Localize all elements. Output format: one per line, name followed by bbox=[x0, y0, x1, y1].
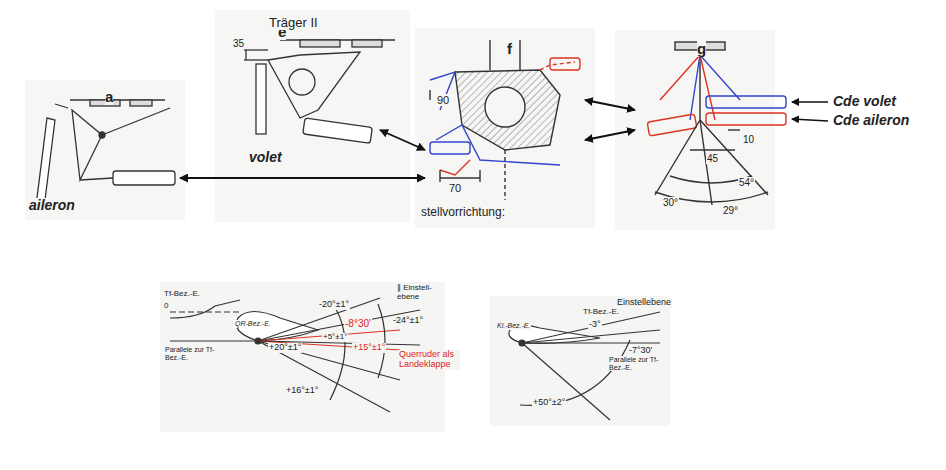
setting-plane-label: Einstellebene bbox=[616, 298, 672, 308]
angle-label: 29° bbox=[722, 205, 739, 216]
caption-fragment: stellvorrichtung: bbox=[420, 206, 506, 219]
part-name: volet bbox=[248, 150, 283, 165]
dimension-label: 90 bbox=[436, 94, 450, 106]
part-name: Träger II bbox=[268, 16, 319, 30]
angle-label: -20°±1° bbox=[318, 300, 350, 310]
angle-label: 54° bbox=[738, 177, 755, 188]
angle-label: -3° bbox=[588, 320, 602, 330]
figure-letter: g bbox=[697, 40, 706, 57]
reference-plane-label: Tf-Bez.-E. bbox=[582, 308, 620, 317]
link-arrow bbox=[585, 100, 635, 110]
setting-plane-label: ∥ Einstell- ebene bbox=[396, 284, 444, 302]
control-rod-label: Cde aileron bbox=[832, 113, 910, 128]
reference-plane-label: Parallele zur Tf-Bez.-E. bbox=[608, 356, 668, 371]
angle-label: +16°±1° bbox=[285, 386, 319, 396]
angle-label: 30° bbox=[662, 197, 679, 208]
sketch-panel: e bbox=[228, 15, 380, 220]
sketch-panel: f bbox=[425, 35, 585, 205]
angle-label: +15°±1° bbox=[352, 343, 386, 353]
part-name: aileron bbox=[28, 198, 76, 213]
angle-label: +5°±1° bbox=[322, 333, 348, 342]
link-arrow bbox=[380, 130, 425, 150]
figure-letter: f bbox=[507, 40, 512, 57]
dimension-label: 45 bbox=[706, 153, 719, 164]
angle-label: +20°±1° bbox=[268, 343, 302, 353]
link-arrow bbox=[585, 130, 635, 140]
dimension-label: 10 bbox=[742, 134, 755, 145]
angle-label: -24°±1° bbox=[392, 316, 424, 326]
dimension-label: 35 bbox=[232, 38, 245, 49]
control-rod-label: Cde volet bbox=[832, 94, 897, 109]
angle-label: -8°30' bbox=[344, 318, 372, 329]
reference-plane-label: Kl.-Bez.-E. bbox=[496, 322, 531, 330]
angle-label: +50°±2° bbox=[532, 398, 566, 408]
angle-label: 0 bbox=[163, 302, 169, 311]
link-arrow bbox=[180, 177, 425, 179]
reference-plane-label: Parallele zur Tf-Bez.-E. bbox=[164, 346, 228, 361]
dimension-label: 70 bbox=[448, 182, 462, 194]
reference-plane-label: QR-Bez.-E. bbox=[234, 320, 272, 328]
sketch-panel: a bbox=[30, 85, 180, 215]
flap-mode-note: Querruder als Landeklappe bbox=[398, 350, 460, 370]
reference-plane-label: Tf-Bez.-E. bbox=[163, 290, 201, 299]
figure-letter: a bbox=[105, 88, 113, 105]
angle-label: -7°30' bbox=[628, 346, 653, 356]
